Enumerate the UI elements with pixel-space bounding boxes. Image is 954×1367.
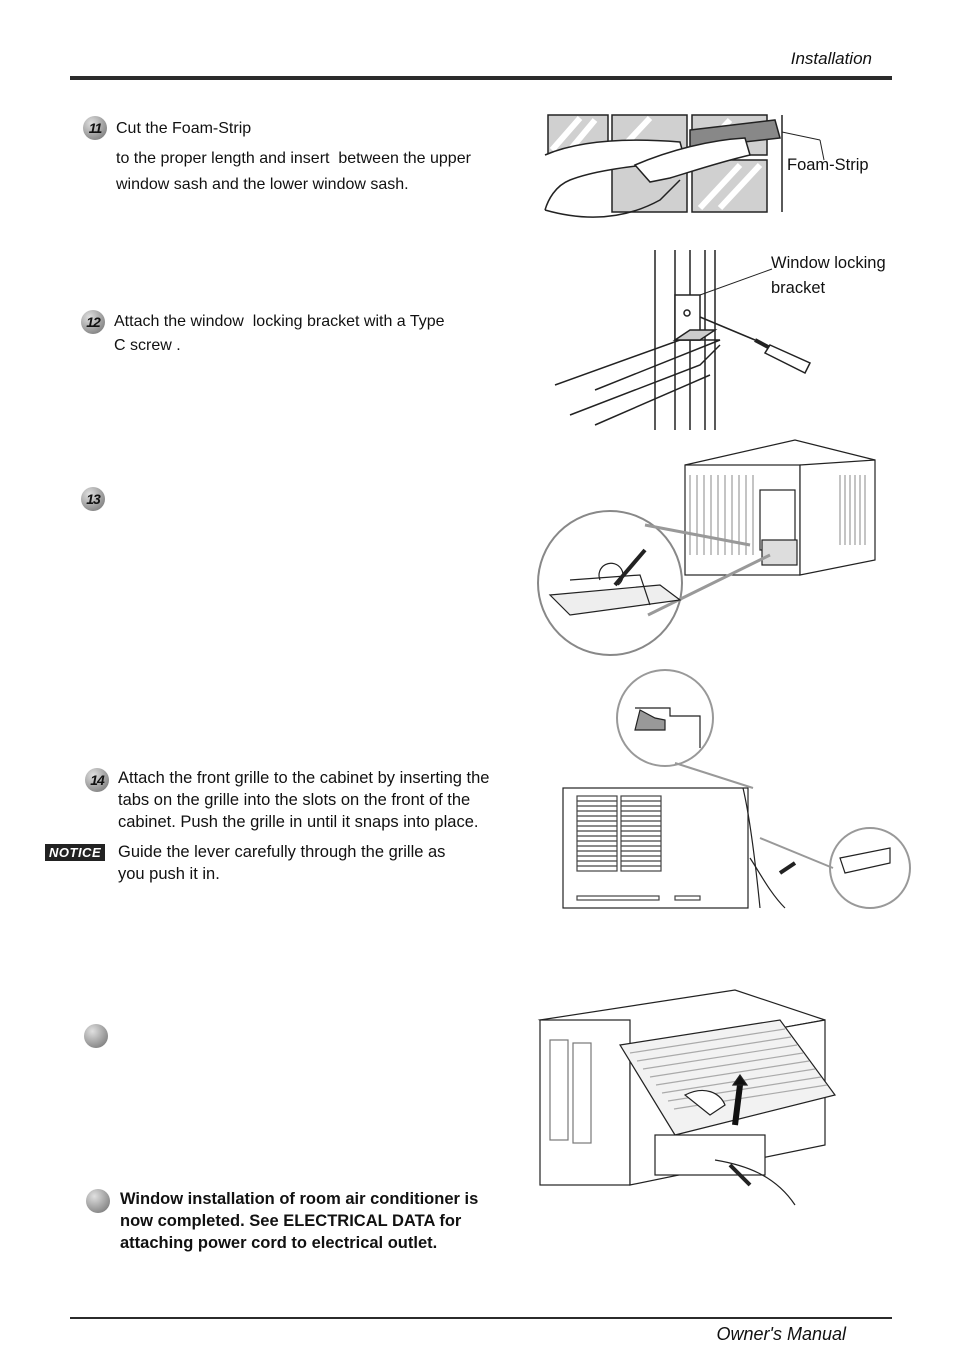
bracket-label-line2: bracket xyxy=(771,279,826,297)
notice-text-line2: you push it in. xyxy=(118,865,220,883)
step-14-badge: 14 xyxy=(85,768,109,792)
notice-text-line1: Guide the lever carefully through the gr… xyxy=(118,843,446,861)
unit-lever-illustration xyxy=(537,439,876,656)
step-16-text-line1: Window installation of room air conditio… xyxy=(120,1190,479,1208)
step-11-title: Cut the Foam-Strip xyxy=(116,120,252,137)
foam-strip-label: Foam-Strip xyxy=(787,156,869,174)
step-14-text-line3: cabinet. Push the grille in until it sna… xyxy=(118,813,479,831)
step-16-text-line2: now completed. See ELECTRICAL DATA for xyxy=(120,1212,462,1230)
foam-strip-illustration xyxy=(544,114,825,218)
step-15-badge xyxy=(84,1024,108,1048)
bracket-label-line1: Window locking xyxy=(771,254,886,272)
step-12-text-line1: Attach the window locking bracket with a… xyxy=(114,313,445,330)
step-14-text-line1: Attach the front grille to the cabinet b… xyxy=(118,769,490,787)
locking-bracket-illustration xyxy=(554,250,812,430)
footer-title: Owner's Manual xyxy=(716,1324,847,1344)
step-12-text-line2: C screw . xyxy=(114,337,181,354)
step-13-badge: 13 xyxy=(81,487,105,511)
step-11-text-line2: window sash and the lower window sash. xyxy=(116,176,409,193)
step-11-text-line1: to the proper length and insert between … xyxy=(116,150,471,167)
header-rule xyxy=(70,76,892,80)
step-11-badge: 11 xyxy=(83,116,107,140)
grille-open-illustration xyxy=(537,989,837,1206)
section-title: Installation xyxy=(790,49,872,68)
step-16-text-line3: attaching power cord to electrical outle… xyxy=(120,1234,438,1252)
step-16-badge xyxy=(86,1189,110,1213)
notice-badge: NOTICE xyxy=(45,844,106,861)
step-12-badge: 12 xyxy=(81,310,105,334)
footer-rule xyxy=(70,1317,892,1319)
step-14-text-line2: tabs on the grille into the slots on the… xyxy=(118,791,471,809)
front-grille-illustration xyxy=(562,669,911,909)
